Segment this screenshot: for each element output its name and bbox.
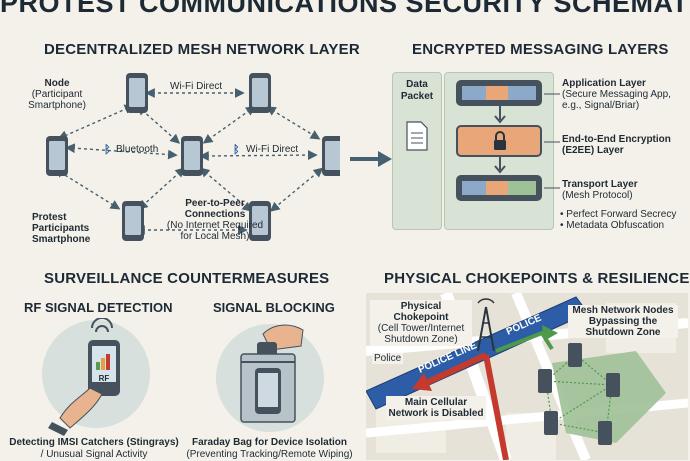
mesh-bypass-nodes (538, 343, 620, 445)
rf-detector-illustration: RF (42, 318, 150, 436)
signal-blocking-title: SIGNAL BLOCKING (213, 300, 335, 315)
mesh-network-diagram: ᛒ ᛒ (46, 73, 340, 241)
transport-bullets: • Perfect Forward Secrecy • Metadata Obf… (560, 209, 677, 231)
lock-icon (494, 131, 506, 150)
wifi-direct-mid-label: Wi-Fi Direct (246, 144, 299, 155)
data-packet-panel: Data Packet (392, 72, 442, 230)
bullet-forward-secrecy: Perfect Forward Secrecy (566, 209, 677, 220)
rf-detection-title: RF SIGNAL DETECTION (24, 300, 173, 315)
cellular-disabled-label: Main Cellular Network is Disabled (386, 396, 486, 420)
mesh-heading: DECENTRALIZED MESH NETWORK LAYER (44, 41, 360, 58)
wifi-direct-top-label: Wi-Fi Direct (170, 81, 223, 92)
chokepoint-label: Physical Chokepoint(Cell Tower/Internet … (370, 300, 472, 346)
rf-screen-label: RF (99, 374, 110, 383)
surveillance-heading: SURVEILLANCE COUNTERMEASURES (44, 270, 330, 287)
node-label: Node(Participant Smartphone) (28, 78, 86, 111)
p2p-label: Peer-to-Peer Connections(No Internet Req… (166, 198, 264, 242)
page-title: PROTEST COMMUNICATIONS SECURITY SCHEMATI… (0, 0, 690, 18)
bullet-metadata: Metadata Obfuscation (566, 220, 665, 231)
app-layer-block (456, 80, 542, 106)
document-icon (406, 121, 428, 151)
svg-text:ᛒ: ᛒ (104, 144, 111, 156)
transport-layer-label: Transport Layer(Mesh Protocol) (562, 179, 638, 201)
e2ee-layer-label: End-to-End Encryption (E2EE) Layer (562, 134, 671, 156)
flow-arrow (350, 151, 392, 167)
bluetooth-label: Bluetooth (116, 144, 159, 155)
app-layer-label: Application Layer(Secure Messaging App, … (562, 78, 671, 111)
rf-caption: Detecting IMSI Catchers (Stingrays)/ Unu… (9, 437, 179, 460)
participants-label: Protest Participants Smartphone (32, 212, 91, 245)
svg-text:ᛒ: ᛒ (233, 144, 240, 156)
transport-layer-block (456, 175, 542, 201)
cell-tower-icon (477, 298, 495, 352)
data-packet-label: Data Packet (400, 79, 434, 102)
encrypt-heading: ENCRYPTED MESSAGING LAYERS (412, 41, 669, 58)
faraday-bag-illustration (216, 324, 324, 432)
chokepoints-heading: PHYSICAL CHOKEPOINTS & RESILIENCE (384, 270, 690, 287)
layer-connectors (544, 93, 560, 189)
layer-down-arrows (494, 106, 506, 174)
police-label: Police (372, 353, 404, 364)
mesh-nodes-label: Mesh Network Nodes Bypassing the Shutdow… (568, 305, 678, 338)
block-caption: Faraday Bag for Device Isolation(Prevent… (186, 437, 353, 460)
